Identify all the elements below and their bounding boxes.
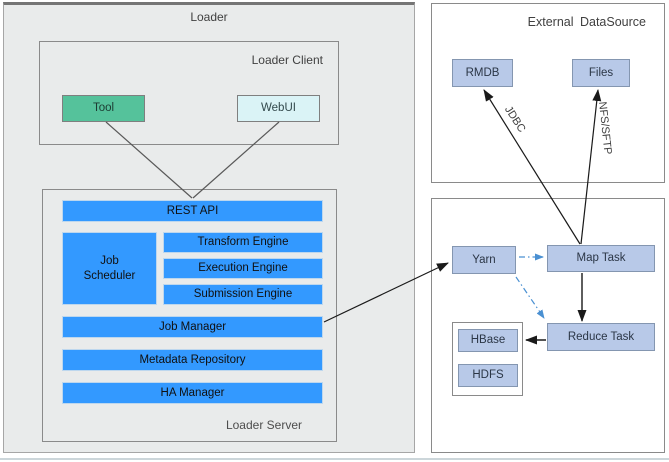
loader-server-title: Loader Server (225, 418, 302, 432)
yarn-node: Yarn (452, 246, 516, 274)
loader-container (3, 2, 415, 453)
map-task-node: Map Task (547, 245, 655, 272)
loader-client-title: Loader Client (251, 53, 323, 67)
execution-engine-node: Execution Engine (163, 258, 323, 279)
files-node: Files (572, 59, 630, 87)
job-manager-node: Job Manager (62, 316, 323, 338)
loader-title: Loader (190, 10, 228, 24)
external-datasource-container (431, 3, 665, 183)
job-scheduler-node: Job Scheduler (62, 232, 157, 305)
rest-api-node: REST API (62, 200, 323, 222)
rmdb-node: RMDB (452, 59, 513, 87)
metadata-repository-node: Metadata Repository (62, 349, 323, 371)
webui-node: WebUI (237, 95, 320, 122)
tool-node: Tool (62, 95, 145, 122)
ha-manager-node: HA Manager (62, 382, 323, 404)
hdfs-node: HDFS (458, 364, 518, 387)
transform-engine-node: Transform Engine (163, 232, 323, 253)
hbase-node: HBase (458, 329, 518, 352)
bottom-divider (0, 458, 669, 460)
external-datasource-title: External DataSource (527, 15, 646, 29)
reduce-task-node: Reduce Task (547, 323, 655, 351)
submission-engine-node: Submission Engine (163, 284, 323, 305)
